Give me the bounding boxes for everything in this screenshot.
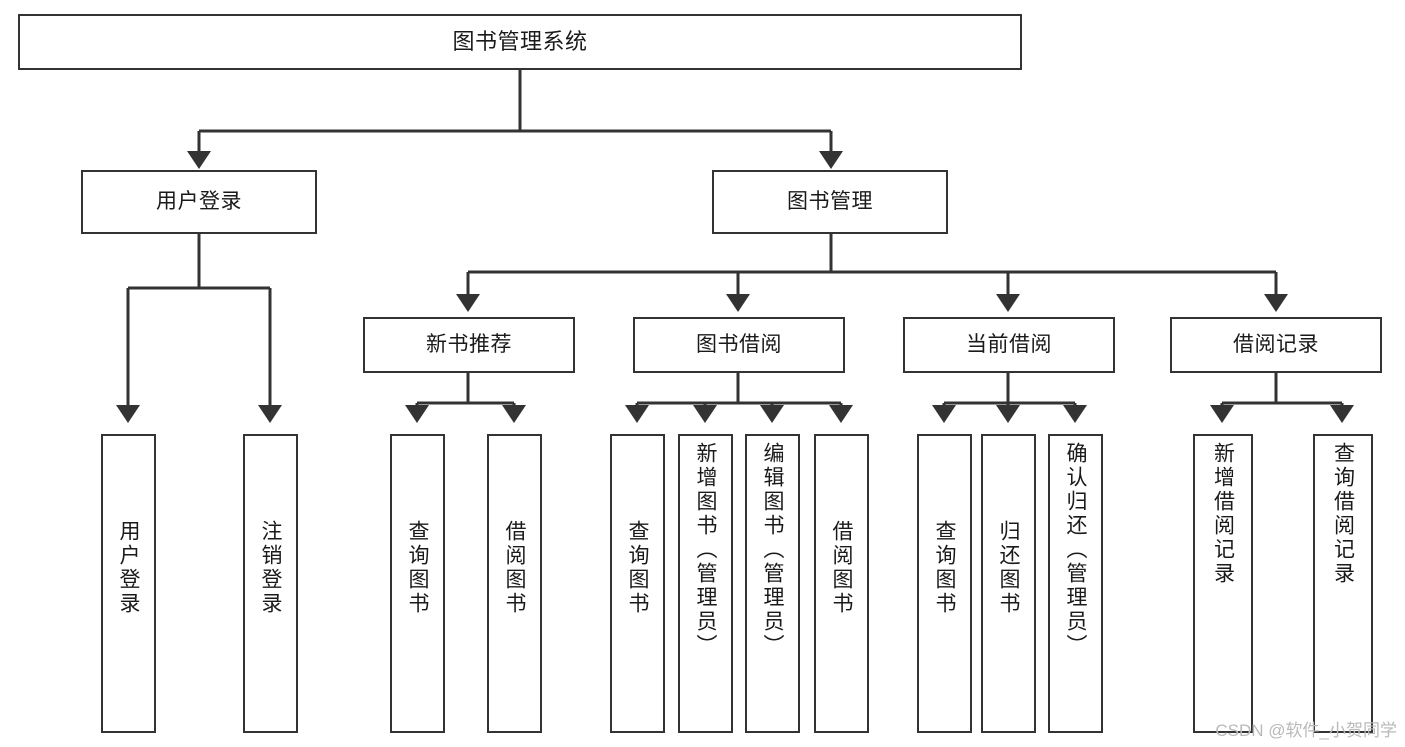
node-root-label: 图书管理系统 xyxy=(452,29,588,55)
leaf-book-borrow-query-label: 查询图书 xyxy=(626,520,649,616)
leaf-current-borrow-query-label: 查询图书 xyxy=(933,520,956,616)
leaf-borrow-record-query-label: 查询借阅记录 xyxy=(1331,442,1355,586)
leaf-new-book-borrow-label: 借阅图书 xyxy=(503,520,526,616)
leaf-new-book-borrow[interactable]: 借阅图书 xyxy=(487,434,542,733)
node-user-login[interactable]: 用户登录 xyxy=(81,170,317,234)
leaf-book-borrow-edit[interactable]: 编辑图书（管理员） xyxy=(745,434,800,733)
leaf-current-borrow-query[interactable]: 查询图书 xyxy=(917,434,972,733)
leaf-book-borrow-borrow-label: 借阅图书 xyxy=(830,520,853,616)
node-book-borrow[interactable]: 图书借阅 xyxy=(633,317,845,373)
leaf-user-login-login[interactable]: 用户登录 xyxy=(101,434,156,733)
node-new-book-recommend[interactable]: 新书推荐 xyxy=(363,317,575,373)
leaf-book-borrow-edit-label: 编辑图书（管理员） xyxy=(761,442,784,658)
node-borrow-record-label: 借阅记录 xyxy=(1233,332,1319,356)
leaf-current-borrow-return-label: 归还图书 xyxy=(997,520,1020,616)
node-root[interactable]: 图书管理系统 xyxy=(18,14,1022,70)
leaf-current-borrow-confirm[interactable]: 确认归还（管理员） xyxy=(1048,434,1103,733)
leaf-new-book-query-label: 查询图书 xyxy=(406,520,429,616)
csdn-watermark: CSDN @软件_小贺同学 xyxy=(1215,721,1397,740)
leaf-book-borrow-query[interactable]: 查询图书 xyxy=(610,434,665,733)
leaf-user-login-logout-label: 注销登录 xyxy=(259,520,282,616)
leaf-book-borrow-borrow[interactable]: 借阅图书 xyxy=(814,434,869,733)
node-current-borrow[interactable]: 当前借阅 xyxy=(903,317,1115,373)
leaf-user-login-logout[interactable]: 注销登录 xyxy=(243,434,298,733)
node-book-management-label: 图书管理 xyxy=(787,189,873,213)
node-user-login-label: 用户登录 xyxy=(156,189,242,213)
leaf-current-borrow-confirm-label: 确认归还（管理员） xyxy=(1064,442,1087,658)
leaf-current-borrow-return[interactable]: 归还图书 xyxy=(981,434,1036,733)
leaf-borrow-record-query[interactable]: 查询借阅记录 xyxy=(1313,434,1373,733)
node-borrow-record[interactable]: 借阅记录 xyxy=(1170,317,1382,373)
leaf-borrow-record-add-label: 新增借阅记录 xyxy=(1211,442,1235,586)
leaf-borrow-record-add[interactable]: 新增借阅记录 xyxy=(1193,434,1253,733)
node-book-borrow-label: 图书借阅 xyxy=(696,332,782,356)
leaf-book-borrow-add-label: 新增图书（管理员） xyxy=(694,442,717,658)
node-current-borrow-label: 当前借阅 xyxy=(966,332,1052,356)
leaf-book-borrow-add[interactable]: 新增图书（管理员） xyxy=(678,434,733,733)
node-new-book-recommend-label: 新书推荐 xyxy=(426,332,512,356)
leaf-new-book-query[interactable]: 查询图书 xyxy=(390,434,445,733)
node-book-management[interactable]: 图书管理 xyxy=(712,170,948,234)
leaf-user-login-login-label: 用户登录 xyxy=(117,520,140,616)
